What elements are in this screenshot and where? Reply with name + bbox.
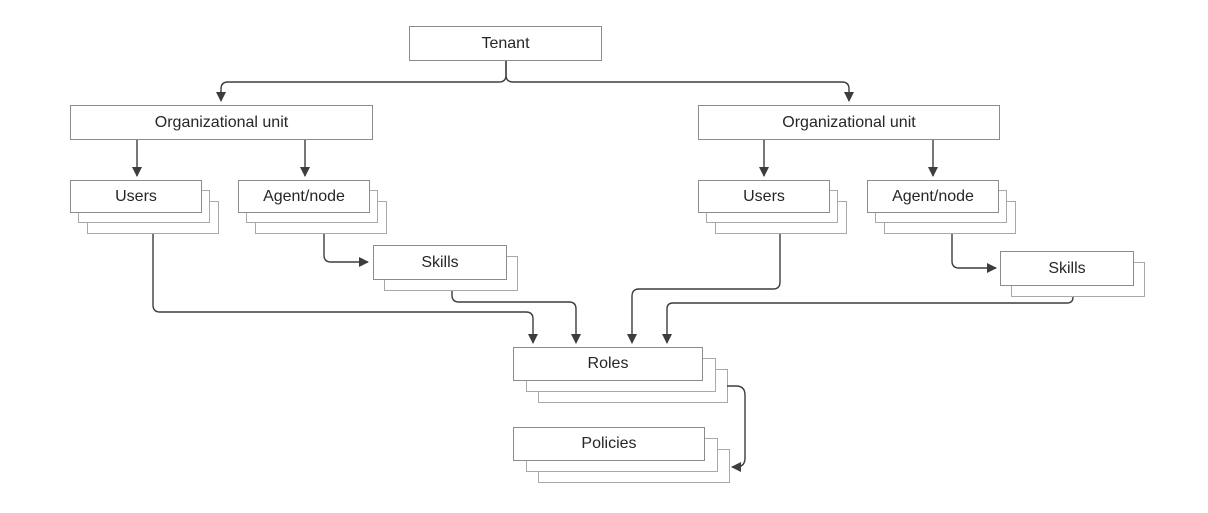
edge-tenant-to-org-unit-right bbox=[505, 61, 854, 102]
node-agent-node-left: Agent/node bbox=[238, 180, 387, 234]
node-org-unit-right-label: Organizational unit bbox=[782, 113, 916, 131]
node-skills-left: Skills bbox=[373, 245, 518, 291]
node-skills-right: Skills bbox=[1000, 251, 1145, 297]
node-org-unit-left-box: Organizational unit bbox=[70, 105, 373, 140]
node-policies-box: Policies bbox=[513, 427, 705, 461]
node-tenant-label: Tenant bbox=[481, 34, 530, 52]
node-users-left-label: Users bbox=[115, 187, 157, 205]
node-agent-node-left-label: Agent/node bbox=[263, 187, 345, 205]
edge-skills-right-to-roles bbox=[662, 296, 1074, 344]
node-agent-node-right-label: Agent/node bbox=[892, 187, 974, 205]
node-agent-node-right-box: Agent/node bbox=[867, 180, 999, 213]
node-users-right-box: Users bbox=[698, 180, 830, 213]
node-users-right: Users bbox=[698, 180, 847, 234]
node-org-unit-left: Organizational unit bbox=[70, 105, 373, 140]
node-skills-right-label: Skills bbox=[1048, 259, 1086, 277]
node-policies: Policies bbox=[513, 427, 730, 483]
node-roles: Roles bbox=[513, 347, 728, 403]
edge-skills-left-to-roles bbox=[451, 291, 581, 344]
node-policies-label: Policies bbox=[581, 435, 637, 452]
node-users-right-label: Users bbox=[743, 187, 785, 205]
node-org-unit-right-box: Organizational unit bbox=[698, 105, 1000, 140]
node-tenant: Tenant bbox=[409, 26, 602, 61]
node-users-left: Users bbox=[70, 180, 219, 234]
node-roles-box: Roles bbox=[513, 347, 703, 381]
node-skills-left-label: Skills bbox=[421, 253, 459, 271]
node-tenant-box: Tenant bbox=[409, 26, 602, 61]
edge-agent-node-right-to-skills-right bbox=[951, 234, 997, 273]
node-agent-node-right: Agent/node bbox=[867, 180, 1016, 234]
node-org-unit-right: Organizational unit bbox=[698, 105, 1000, 140]
edge-users-right-to-roles bbox=[627, 234, 781, 344]
node-roles-label: Roles bbox=[587, 355, 629, 372]
edge-agent-node-left-to-skills-left bbox=[323, 234, 369, 267]
node-skills-right-box: Skills bbox=[1000, 251, 1134, 286]
node-agent-node-left-box: Agent/node bbox=[238, 180, 370, 213]
edge-tenant-to-org-unit-left bbox=[216, 61, 507, 102]
node-skills-left-box: Skills bbox=[373, 245, 507, 280]
node-users-left-box: Users bbox=[70, 180, 202, 213]
node-org-unit-left-label: Organizational unit bbox=[154, 113, 289, 131]
